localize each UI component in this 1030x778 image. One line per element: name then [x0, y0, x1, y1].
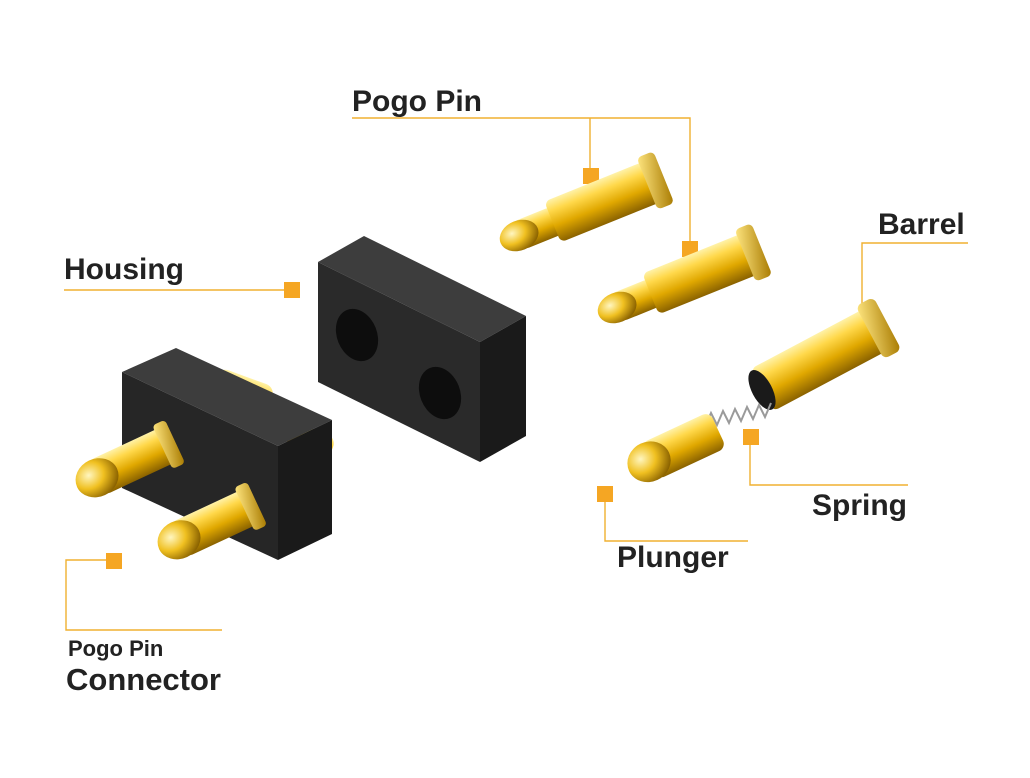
housing-marker — [284, 282, 300, 298]
pogo-pin-illustration-2 — [597, 224, 771, 324]
connector-pin-2 — [157, 482, 266, 560]
housing-illustration — [318, 236, 526, 462]
housing-label: Housing — [64, 253, 184, 286]
spring-illustration — [704, 402, 772, 428]
spring-leader-line — [749, 443, 908, 486]
connector-housing-side — [278, 420, 332, 560]
housing-hole-2 — [418, 366, 462, 420]
barrel-illustration — [748, 298, 900, 410]
pogo-pin-connector-label-line1: Pogo Pin — [68, 636, 164, 661]
connector-housing-top — [122, 348, 332, 446]
pogo-pin-label: Pogo Pin — [352, 85, 482, 118]
housing-hole-1 — [335, 308, 379, 362]
plunger-illustration — [627, 414, 724, 483]
connector-leader-line — [65, 559, 222, 631]
plunger-label: Plunger — [617, 541, 729, 574]
pogo-pin-connector-label-line2: Connector — [66, 662, 221, 697]
pogo-pin-leader-line — [352, 117, 691, 243]
barrel-label: Barrel — [878, 208, 965, 241]
pogo-pin-illustration-1 — [499, 152, 673, 252]
barrel-leader-line — [861, 242, 968, 322]
spring-label: Spring — [812, 489, 907, 522]
plunger-leader-line — [604, 500, 748, 542]
connector-marker — [106, 553, 122, 569]
pogo-pin-connector-illustration — [75, 348, 334, 560]
connector-pin-1 — [75, 420, 184, 498]
spring-marker — [743, 429, 759, 445]
pogo-pin-marker — [583, 168, 599, 184]
plunger-marker — [597, 486, 613, 502]
leader-lines — [64, 117, 968, 631]
